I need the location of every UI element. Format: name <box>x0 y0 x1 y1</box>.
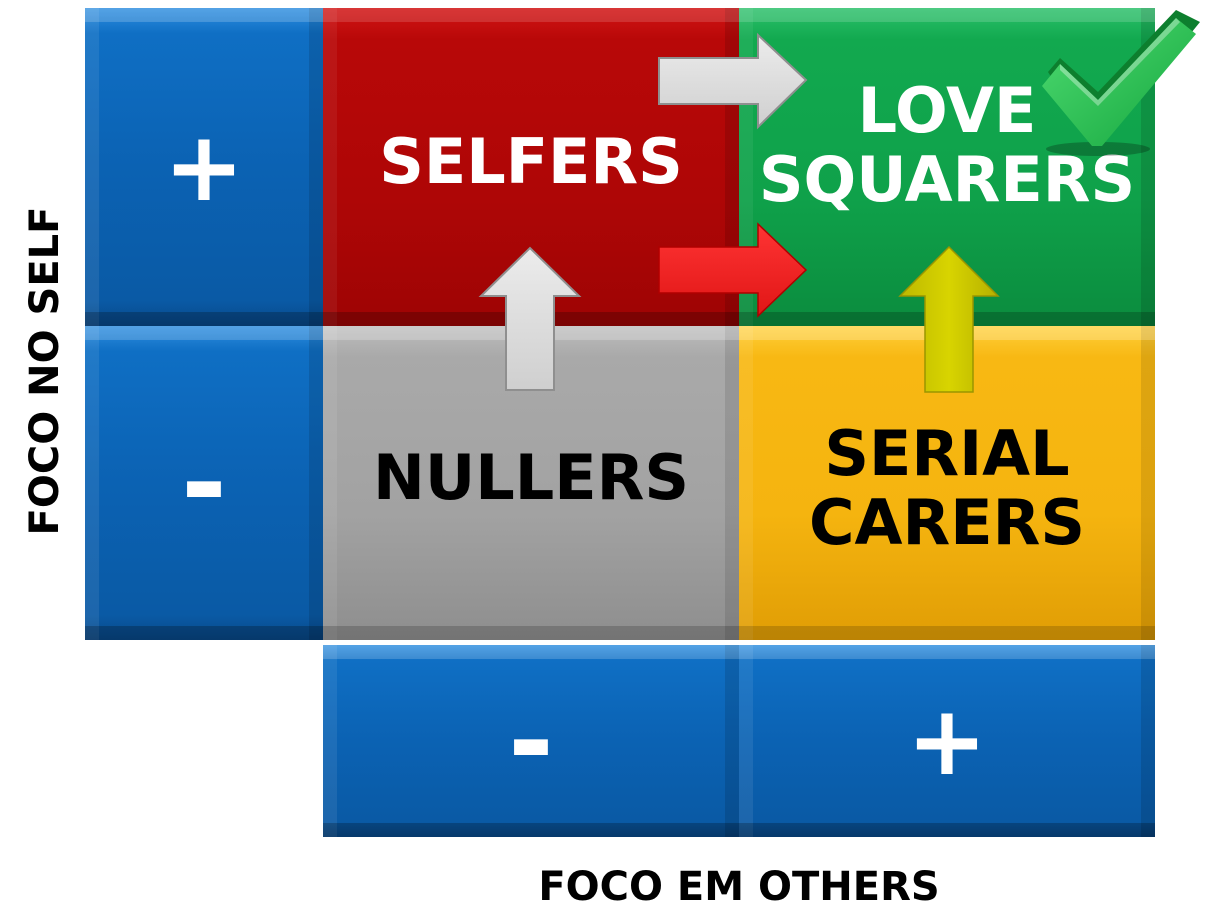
y-axis-high-sign: + <box>163 111 245 223</box>
y-axis-high-tile: + <box>85 8 323 326</box>
quadrant-love-squarers-label-line2: SQUARERS <box>758 143 1136 216</box>
quadrant-nullers-label: NULLERS <box>373 441 689 515</box>
x-axis-low-sign: - <box>508 677 554 805</box>
quadrant-selfers-label: SELFERS <box>379 125 683 199</box>
quadrant-serial-carers-label-line1: SERIAL <box>824 416 1070 490</box>
quadrant-serial-carers: SERIAL CARERS <box>739 326 1155 640</box>
y-axis-low-tile: - <box>85 326 323 640</box>
quadrant-love-squarers: LOVE SQUARERS <box>739 8 1155 326</box>
checkmark-icon <box>1042 10 1200 156</box>
x-axis-high-sign: + <box>906 685 988 797</box>
arrow-right-grey <box>658 32 808 130</box>
x-axis-title: FOCO EM OTHERS <box>538 864 940 910</box>
arrow-up-grey <box>478 246 582 391</box>
quadrant-serial-carers-label-line2: CARERS <box>809 486 1085 559</box>
x-axis-high-tile: + <box>739 645 1155 837</box>
arrow-right-red <box>658 222 808 318</box>
arrow-up-olive <box>898 245 1000 393</box>
x-axis-low-tile: - <box>323 645 739 837</box>
y-axis-low-sign: - <box>181 419 227 547</box>
quadrant-love-squarers-label-line1: LOVE <box>857 73 1037 147</box>
